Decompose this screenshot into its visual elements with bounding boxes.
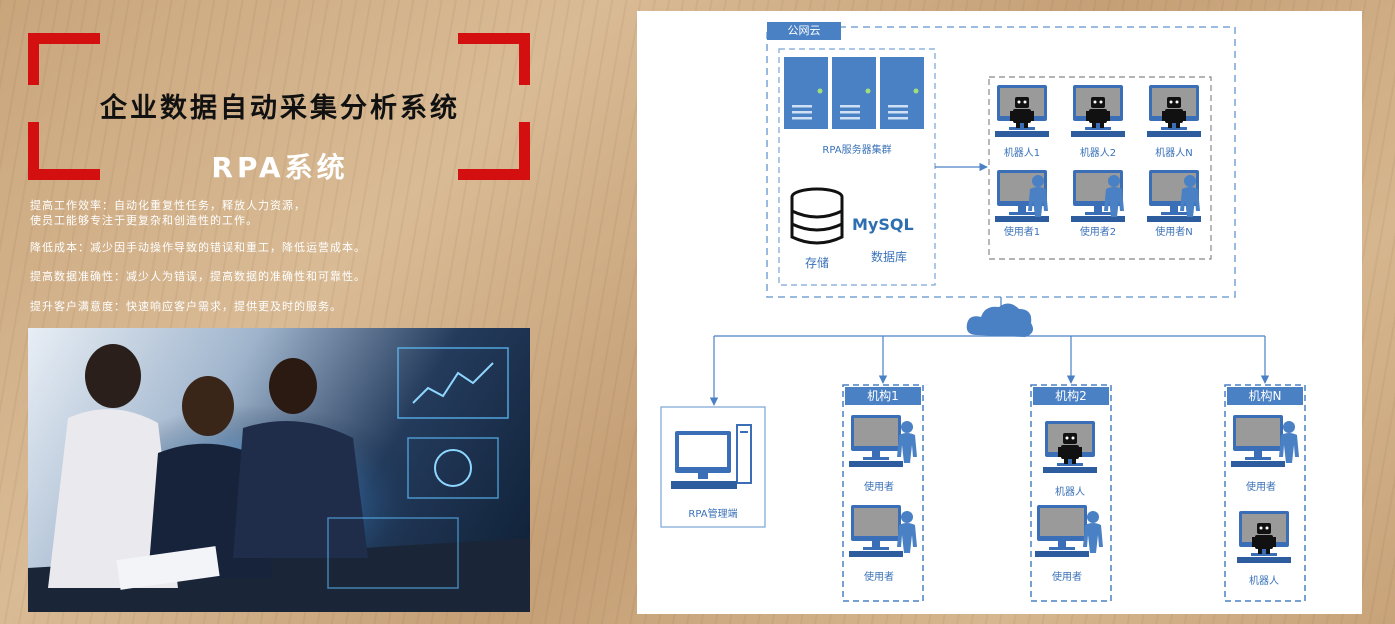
bracket-top-right-v [519, 33, 530, 85]
internet-cloud-icon [966, 303, 1033, 337]
storage-label: 存储 [804, 256, 829, 270]
server-cluster-label: RPA服务器集群 [822, 145, 892, 156]
feature-text: 提高工作效率：自动化重复性任务，释放人力资源， [30, 199, 306, 212]
business-team-photo [28, 328, 530, 612]
org-n-user-terminal [1231, 415, 1299, 467]
org-2-user-terminal [1035, 505, 1103, 557]
feature-text: 提高数据准确性：减少人为错误，提高数据的准确性和可靠性。 [30, 270, 366, 283]
org-n-item-label: 机器人 [1249, 576, 1279, 587]
bracket-top-right-h [458, 33, 530, 44]
user-label-1: 使用者1 [1003, 227, 1041, 238]
user-terminal-2 [1071, 170, 1125, 222]
rpa-admin-label: RPA管理端 [688, 509, 738, 520]
page-title: 企业数据自动采集分析系统 [100, 93, 460, 124]
feature-accuracy: 提高数据准确性：减少人为错误，提高数据的准确性和可靠性。 [30, 269, 366, 284]
rpa-admin-box [660, 406, 766, 528]
org-2-item-label: 使用者 [1052, 572, 1082, 583]
org-1-user-terminal-a [849, 415, 917, 467]
bracket-bottom-right-v [519, 122, 530, 180]
feature-cost: 降低成本：减少因手动操作导致的错误和重工，降低运营成本。 [30, 240, 366, 255]
robot-label-1: 机器人1 [1003, 148, 1041, 159]
robot-label-n: 机器人N [1155, 148, 1193, 159]
org-1-header: 机构1 [845, 387, 921, 405]
org-1-item-label: 使用者 [864, 482, 894, 493]
robot-terminal-2 [1071, 85, 1125, 137]
feature-satisfaction: 提升客户满意度：快速响应客户需求，提供更及时的服务。 [30, 299, 342, 314]
feature-text: 使员工能够专注于更复杂和创造性的工作。 [30, 214, 258, 227]
org-2-header: 机构2 [1033, 387, 1109, 405]
user-label-2: 使用者2 [1079, 227, 1117, 238]
org-n-header: 机构N [1227, 387, 1303, 405]
feature-text: 提升客户满意度：快速响应客户需求，提供更及时的服务。 [30, 300, 342, 313]
robot-terminal-1 [995, 85, 1049, 137]
org-2-robot-terminal [1043, 421, 1097, 473]
rpa-admin-computer-icon [671, 424, 752, 489]
bracket-top-left-v [28, 33, 39, 85]
robots-users-boundary [988, 76, 1212, 260]
feature-text: 降低成本：减少因手动操作导致的错误和重工，降低运营成本。 [30, 241, 366, 254]
org-2-boundary [1030, 384, 1112, 602]
org-1-user-terminal-b [849, 505, 917, 557]
feature-efficiency: 提高工作效率：自动化重复性任务，释放人力资源， 使员工能够专注于更复杂和创造性的… [30, 198, 306, 228]
rpa-architecture-diagram: 公网云 RPA服务器集群 存储 MySQL 数据库 机器人1 机器人2 机器人N… [637, 11, 1362, 614]
org-1-item-label: 使用者 [864, 572, 894, 583]
database-label: 数据库 [870, 250, 907, 264]
org-n-item-label: 使用者 [1246, 482, 1276, 493]
org-2-item-label: 机器人 [1055, 487, 1085, 498]
robot-label-2: 机器人2 [1079, 148, 1117, 159]
public-cloud-header: 公网云 [767, 22, 841, 40]
page-subtitle: RPA系统 [211, 151, 349, 184]
bracket-top-left-h [28, 33, 100, 44]
user-label-n: 使用者N [1155, 227, 1193, 238]
diagram-canvas [660, 26, 1306, 602]
bracket-bottom-right-h [458, 169, 530, 180]
user-terminal-n [1147, 170, 1201, 222]
user-terminal-1 [995, 170, 1049, 222]
org-1-boundary [842, 384, 924, 602]
bracket-bottom-left-v [28, 122, 39, 180]
bracket-bottom-left-h [28, 169, 100, 180]
org-n-robot-terminal [1237, 511, 1291, 563]
storage-icon [790, 187, 844, 245]
robot-terminal-n [1147, 85, 1201, 137]
org-n-boundary [1224, 384, 1306, 602]
mysql-logo: MySQL [852, 215, 914, 234]
